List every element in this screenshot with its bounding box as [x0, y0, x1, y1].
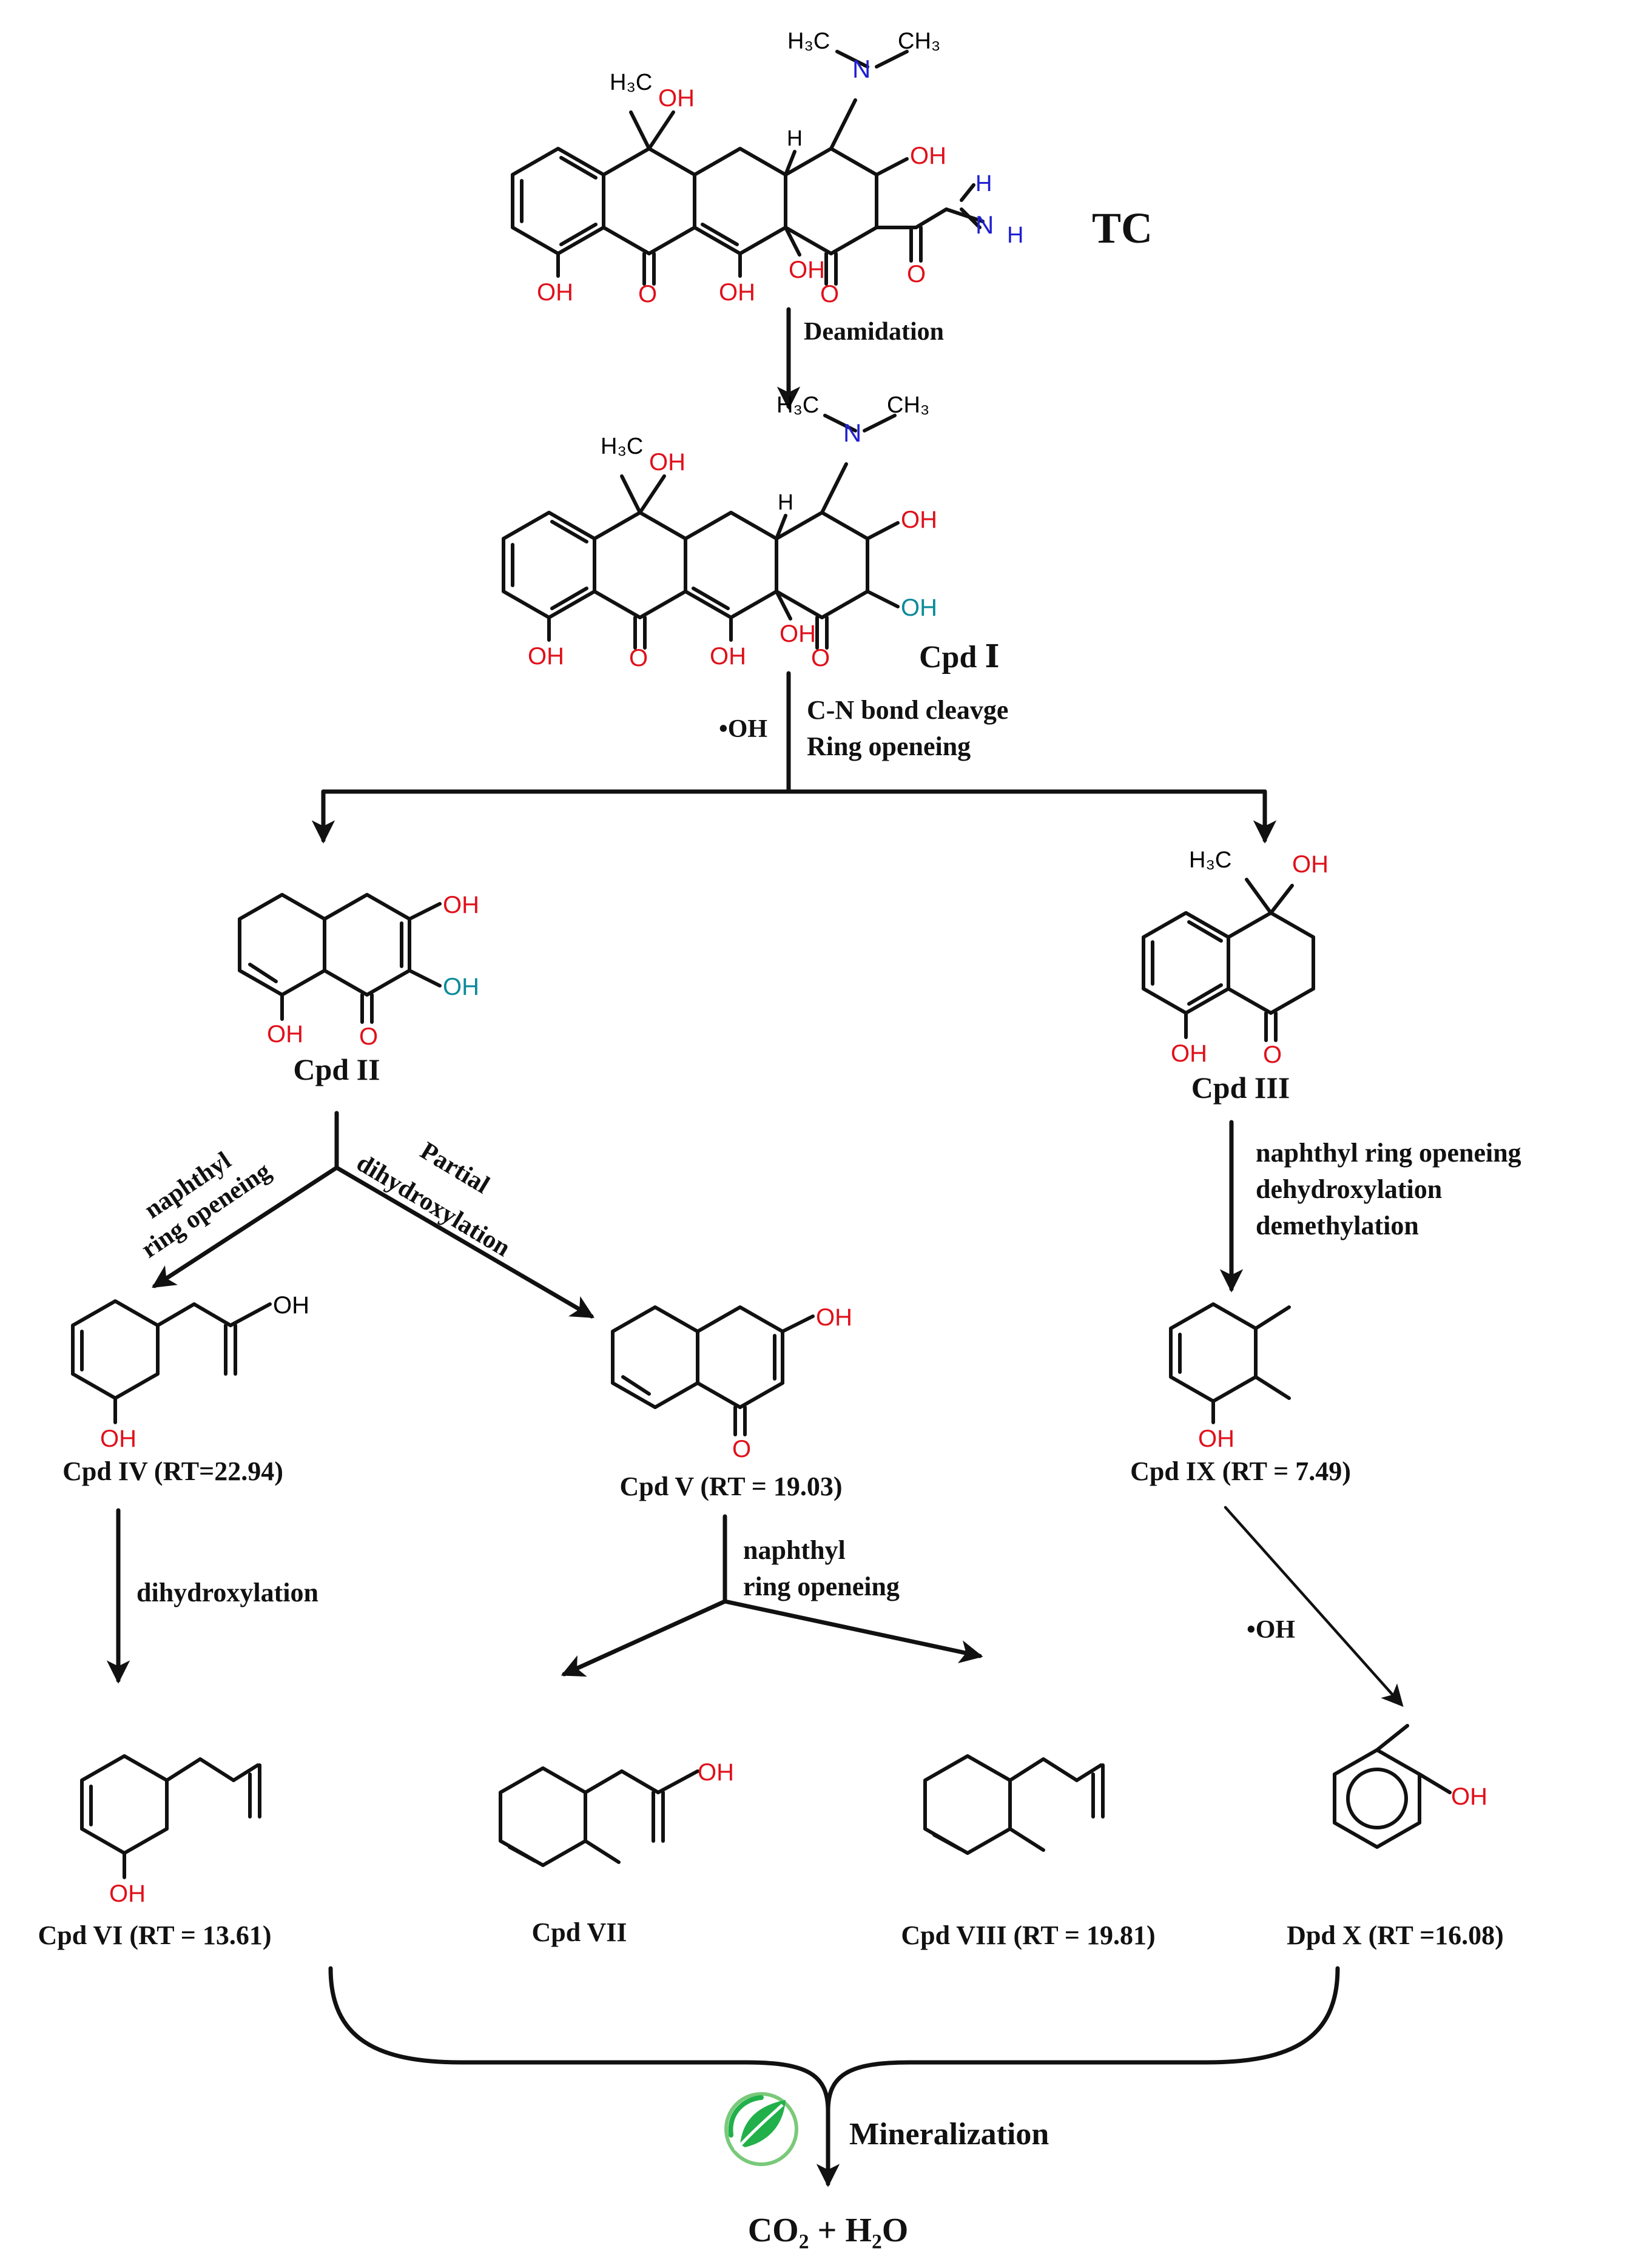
cpd-ii-label: Cpd II: [293, 1052, 380, 1086]
tc-o-label: O: [907, 261, 926, 288]
mineralization-label: Mineralization: [849, 2117, 1049, 2152]
cpd-i-atom-labels: H₃C OH H H₃C N CH₃ OH OH OH O OH OH O: [528, 392, 937, 671]
cpd-ix-label: Cpd IX (RT = 7.49): [1130, 1456, 1351, 1486]
cpd-i-label: Cpd Ⅰ: [919, 640, 1000, 675]
cpd-i-oh-label: OH: [780, 621, 816, 647]
cpd-iii-structure: [1142, 878, 1315, 1042]
cpd-iv-oh-label: OH: [273, 1292, 309, 1319]
cpd-iv-atom-labels: OH OH: [100, 1292, 309, 1452]
cpd-iv-structure: [71, 1299, 272, 1424]
cpd-vi-oh-label: OH: [109, 1880, 146, 1907]
cpd-iv-oh-label: OH: [100, 1425, 136, 1452]
cpd-v-structure: [611, 1305, 815, 1436]
dpd-x-structure: [1333, 1724, 1452, 1849]
cpd-iii-oh-label: OH: [1292, 851, 1329, 878]
cpd-vi-structure: [80, 1754, 261, 1879]
tc-n-label: N: [975, 210, 994, 239]
cpd-ix-structure: [1169, 1302, 1291, 1424]
cpd-iii-atom-labels: H₃C OH OH O: [1171, 847, 1329, 1068]
cpd-ii-o-label: O: [359, 1023, 378, 1050]
tc-o-label: O: [638, 281, 657, 308]
tc-oh-label: OH: [537, 279, 573, 306]
cpd-iii-h3c-label: H₃C: [1189, 847, 1231, 873]
dehydroxylation-label: dehydroxylation: [1256, 1174, 1442, 1204]
tc-h-label: H: [975, 171, 992, 197]
tc-h-label: H: [1007, 223, 1023, 248]
tc-oh-label: OH: [719, 279, 755, 306]
tc-h3c-n-label: H₃C: [787, 29, 830, 54]
naphthyl-v-label: naphthyl: [743, 1535, 846, 1565]
radical-oh-label: •OH: [719, 715, 767, 743]
arrow-to-cpd-v: [334, 1165, 594, 1319]
cpd-i-structure: [502, 414, 900, 650]
cpd-ix-oh-label: OH: [1198, 1425, 1234, 1452]
cpd-i-oh-label: OH: [710, 643, 746, 670]
tc-oh-label: OH: [789, 257, 825, 283]
arrow-to-dpd-x: [1224, 1506, 1404, 1708]
arrow-to-cpd-vii: [561, 1599, 727, 1677]
cn-cleavage-label: C-N bond cleavge: [807, 695, 1008, 725]
cpd-i-ch3-label: CH₃: [887, 392, 929, 418]
mineralization-brace-left: [328, 1966, 830, 2113]
cpd-viii-label: Cpd VIII (RT = 19.81): [901, 1920, 1155, 1950]
cpd-iii-label: Cpd III: [1191, 1071, 1290, 1105]
tc-o-label: O: [820, 281, 839, 308]
cpd-i-h-label: H: [778, 490, 793, 514]
cpd-vii-structure: [499, 1766, 699, 1867]
dpd-x-oh-label: OH: [1451, 1783, 1487, 1810]
cpd-i-oh-label: OH: [528, 643, 564, 670]
tc-structure: [511, 50, 985, 286]
cpd-i-n-label: N: [843, 419, 861, 447]
arrow-to-cpd-viii: [722, 1599, 983, 1663]
tc-atom-labels: H₃C OH H H₃C N CH₃ OH H N H OH O OH OH O…: [537, 29, 1023, 308]
deamidation-label: Deamidation: [804, 318, 944, 346]
cpd-vii-label: Cpd VII: [532, 1917, 627, 1947]
products-label: CO₂ + H₂O: [748, 2212, 909, 2249]
dihydroxylation-vi-label: dihydroxylation: [136, 1578, 318, 1607]
cpd-ii-oh-label: OH: [443, 892, 479, 918]
arrow-to-cpd-iv: [152, 1165, 339, 1288]
cpd-ii-atom-labels: OH OH OH O: [267, 892, 479, 1050]
cpd-ii-new-oh-label: OH: [443, 974, 479, 1000]
tc-oh-label: OH: [658, 85, 695, 112]
cpd-v-atom-labels: OH O: [732, 1304, 852, 1462]
dpd-x-label: Dpd X (RT =16.08): [1287, 1920, 1504, 1950]
cpd-i-new-oh-label: OH: [901, 594, 937, 621]
cpd-ii-oh-label: OH: [267, 1021, 303, 1048]
cpd-v-label: Cpd V (RT = 19.03): [619, 1472, 842, 1501]
cpd-vi-label: Cpd VI (RT = 13.61): [38, 1920, 272, 1950]
cpd-iv-label: Cpd IV (RT=22.94): [62, 1456, 283, 1486]
cpd-v-o-label: O: [732, 1436, 751, 1462]
cpd-viii-structure: [923, 1754, 1105, 1855]
cpd-i-oh-label: OH: [901, 506, 937, 533]
cpd-ii-structure: [238, 893, 442, 1024]
cpd-v-oh-label: OH: [816, 1304, 852, 1331]
cpd-iii-o-label: O: [1263, 1041, 1282, 1068]
cpd-i-o-label: O: [629, 645, 648, 671]
tc-n-label: N: [852, 55, 871, 83]
radical-oh-ix-label: •OH: [1247, 1616, 1295, 1644]
cpd-i-o-label: O: [811, 645, 830, 671]
naphthyl-ring-opening-label: naphthyl ring openeing: [1256, 1138, 1521, 1168]
cpd-vii-oh-label: OH: [698, 1759, 734, 1786]
tc-label: TC: [1092, 204, 1153, 252]
ring-opening-v-label: ring openeing: [743, 1572, 900, 1601]
tc-h-label: H: [787, 126, 803, 150]
cpd-i-h3c-n-label: H₃C: [776, 392, 819, 418]
cpd-i-oh-label: OH: [649, 449, 685, 476]
demethylation-label: demethylation: [1256, 1211, 1419, 1240]
ring-opening-label: Ring openeing: [807, 732, 971, 761]
tc-oh-label: OH: [910, 143, 946, 169]
cpd-iii-oh-label: OH: [1171, 1040, 1207, 1067]
tc-h3c-label: H₃C: [610, 70, 652, 95]
green-leaf-logo-icon: [724, 2092, 798, 2166]
cpd-i-h3c-label: H₃C: [601, 434, 643, 459]
tc-ch3-label: CH₃: [898, 29, 940, 54]
mineralization-brace-right: [826, 1966, 1340, 2113]
